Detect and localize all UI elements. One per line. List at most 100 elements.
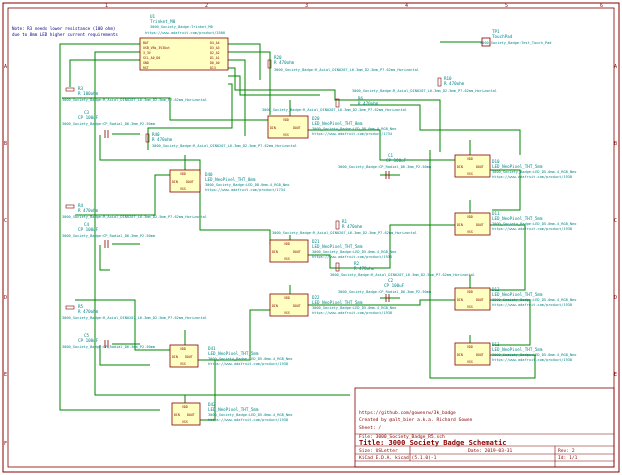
c5-footprint: 3000_Society_Badge:CP_Radial_D6.3mm_P2.5… <box>62 345 155 349</box>
u1-pin-left-6: RST <box>143 66 149 70</box>
c5-value: CP 100uF <box>78 338 99 343</box>
resistor-r5: R5 R 470ohm 3000_Society_Badge:R_Axial_D… <box>62 304 207 320</box>
tp1-value: TouchPad <box>492 34 513 39</box>
col-label-5: 5 <box>505 3 508 9</box>
r2-value: R 470ohm <box>354 266 375 271</box>
d41-footprint: 3000_Society_Badge:LED_D5.0mm-4_RGB_Neo <box>208 357 292 361</box>
d12-footprint: 3000_Society_Badge:LED_D5.0mm-4_RGB_Neo <box>492 298 576 302</box>
r5-value: R 470ohm <box>78 309 99 314</box>
d20-pin-din: DIN <box>270 126 276 130</box>
title-block-id: Id: 1/1 <box>558 455 578 461</box>
d11-pin-dout: DOUT <box>476 223 484 227</box>
c2-ref: C2 <box>388 278 394 283</box>
tp1-ref: TP1 <box>492 29 500 34</box>
u1-url: https://www.adafruit.com/product/3500 <box>145 31 225 35</box>
u1-pin-right-4: D1_A1 <box>210 56 220 60</box>
u1-footprint: 3000_Society_Badge:Trinket_M0 <box>150 25 213 29</box>
d10-value: LED_NeoPixel_THT_5mm <box>492 164 543 169</box>
d13-value: LED_NeoPixel_THT_5mm <box>492 347 543 352</box>
d21-pin-dout: DOUT <box>293 250 301 254</box>
d10-pin-dout: DOUT <box>476 165 484 169</box>
u1-pin-left-2: USB_VBs_3V3Out <box>143 46 170 50</box>
c5-ref: C5 <box>84 333 90 338</box>
col-label-6: 6 <box>600 3 603 9</box>
u1-pin-right-1: D4_A4 <box>210 41 220 45</box>
d22-footprint: 3000_Society_Badge:LED_D5.0mm-4_RGB_Neo <box>312 306 396 310</box>
resistor-r20: R20 R 470ohm 3000_Society_Badge:R_Axial_… <box>267 55 419 72</box>
r2-footprint: 3000_Society_Badge:R_Axial_DIN0207_L6.3m… <box>330 273 475 277</box>
d42-pin-dout: DOUT <box>187 413 195 417</box>
u1-pin-right-3: D2_A2 <box>210 51 220 55</box>
r40-value: R 470ohm <box>152 137 173 142</box>
row-label-d: D <box>4 295 7 301</box>
neopixel-d20: VDD DIN DOUT VSS D20 LED_NeoPixel_THT_8m… <box>267 115 396 139</box>
d22-value: LED_NeoPixel_THT_5mm <box>312 300 363 305</box>
capacitor-c1: C1 CP 100uF 3000_Society_Badge:CP_Radial… <box>338 153 431 179</box>
d21-pin-vdd: VDD <box>284 242 290 246</box>
d11-pin-din: DIN <box>457 223 463 227</box>
d10-pin-vss: VSS <box>467 172 473 176</box>
d21-footprint: 3000_Society_Badge:LED_D5.0mm-4_RGB_Neo <box>312 250 396 254</box>
d41-pin-vss: VSS <box>180 362 186 366</box>
row-label-b-right: B <box>614 141 617 147</box>
title-block: https://github.com/gowenrw/3k_badge Crea… <box>354 387 615 468</box>
d22-pin-din: DIN <box>272 304 278 308</box>
d10-pin-vdd: VDD <box>467 157 473 161</box>
capacitor-c5: C5 CP 100uF 3000_Society_Badge:CP_Radial… <box>62 333 155 349</box>
d22-ref: D22 <box>312 295 320 300</box>
d11-pin-vdd: VDD <box>467 215 473 219</box>
d20-footprint: 3000_Society_Badge:LED_D8.0mm-4_RGB_Neo <box>312 127 396 131</box>
capacitor-c3: C3 CP 100uF 3000_Society_Badge:CP_Radial… <box>62 110 155 138</box>
col-label-2: 2 <box>205 3 208 9</box>
r20-value: R 470ohm <box>274 60 295 65</box>
d12-pin-din: DIN <box>457 298 463 302</box>
r6-footprint: 3000_Society_Badge:R_Axial_DIN0207_L6.3m… <box>262 108 407 112</box>
neopixel-d11: VDD DIN DOUT VSS D11 LED_NeoPixel_THT_5m… <box>454 211 576 236</box>
title-block-author: Created by @alt_bier a.k.a. Richard Gowe… <box>359 417 473 423</box>
u1-pin-left-3: 3_3V <box>143 51 151 55</box>
d21-url: https://www.adafruit.com/product/1938 <box>312 255 392 259</box>
r10-ref: R10 <box>444 76 452 81</box>
neopixel-d12: VDD DIN DOUT VSS D12 LED_NeoPixel_THT_5m… <box>454 287 576 311</box>
row-label-a-right: A <box>614 64 617 70</box>
row-label-e: E <box>4 372 7 378</box>
d42-pin-vss: VSS <box>182 420 188 424</box>
c2-footprint: 3000_Society_Badge:CP_Radial_D6.3mm_P2.5… <box>338 290 431 294</box>
d40-pin-din: DIN <box>172 180 178 184</box>
d41-value: LED_NeoPixel_THT_5mm <box>208 351 259 356</box>
r3-ref: R3 <box>78 86 84 91</box>
r40-footprint: 3000_Society_Badge:R_Axial_DIN0207_L6.3m… <box>152 144 297 148</box>
d13-url: https://www.adafruit.com/product/1938 <box>492 358 572 362</box>
neopixel-d41: VDD DIN DOUT VSS D41 LED_NeoPixel_THT_5m… <box>169 344 292 368</box>
r1-ref: R1 <box>342 219 348 224</box>
d41-url: https://www.adafruit.com/product/1938 <box>208 362 288 366</box>
d10-url: https://www.adafruit.com/product/1938 <box>492 175 572 179</box>
row-label-c: C <box>4 218 7 224</box>
r5-ref: R5 <box>78 304 84 309</box>
d11-pin-vss: VSS <box>467 230 473 234</box>
note-line-1: Note: R3 needs lower resistance (100 ohm… <box>12 26 115 31</box>
d40-pin-dout: DOUT <box>186 180 194 184</box>
d12-ref: D12 <box>492 287 500 292</box>
d11-url: https://www.adafruit.com/product/1938 <box>492 227 572 231</box>
capacitor-c4: C4 CP 100uF 3000_Society_Badge:CP_Radial… <box>62 222 155 248</box>
d42-pin-vdd: VDD <box>182 405 188 409</box>
d41-pin-dout: DOUT <box>185 355 193 359</box>
d11-footprint: 3000_Society_Badge:LED_D5.0mm-4_RGB_Neo <box>492 222 576 226</box>
u1-pin-right-2: D3_A3 <box>210 46 220 50</box>
c4-footprint: 3000_Society_Badge:CP_Radial_D6.3mm_P2.5… <box>62 234 155 238</box>
title-block-kicad: KiCad E.D.A. kicad (5.1.0)-1 <box>359 455 437 461</box>
title-block-url: https://github.com/gowenrw/3k_badge <box>359 410 456 416</box>
r5-footprint: 3000_Society_Badge:R_Axial_DIN0207_L6.3m… <box>62 316 207 320</box>
row-label-c-right: C <box>614 218 617 224</box>
c4-value: CP 100uF <box>78 227 99 232</box>
u1-ref: U1 <box>150 14 156 19</box>
d41-pin-vdd: VDD <box>180 347 186 351</box>
c3-value: CP 100uF <box>78 115 99 120</box>
d40-pin-vss: VSS <box>180 187 186 191</box>
d42-url: https://www.adafruit.com/product/1938 <box>208 418 288 422</box>
d13-ref: D13 <box>492 342 500 347</box>
trinket-m0-module: U1 Trinket_M0 3000_Society_Badge:Trinket… <box>139 14 229 71</box>
title-block-sheet: Sheet: / <box>359 425 381 431</box>
